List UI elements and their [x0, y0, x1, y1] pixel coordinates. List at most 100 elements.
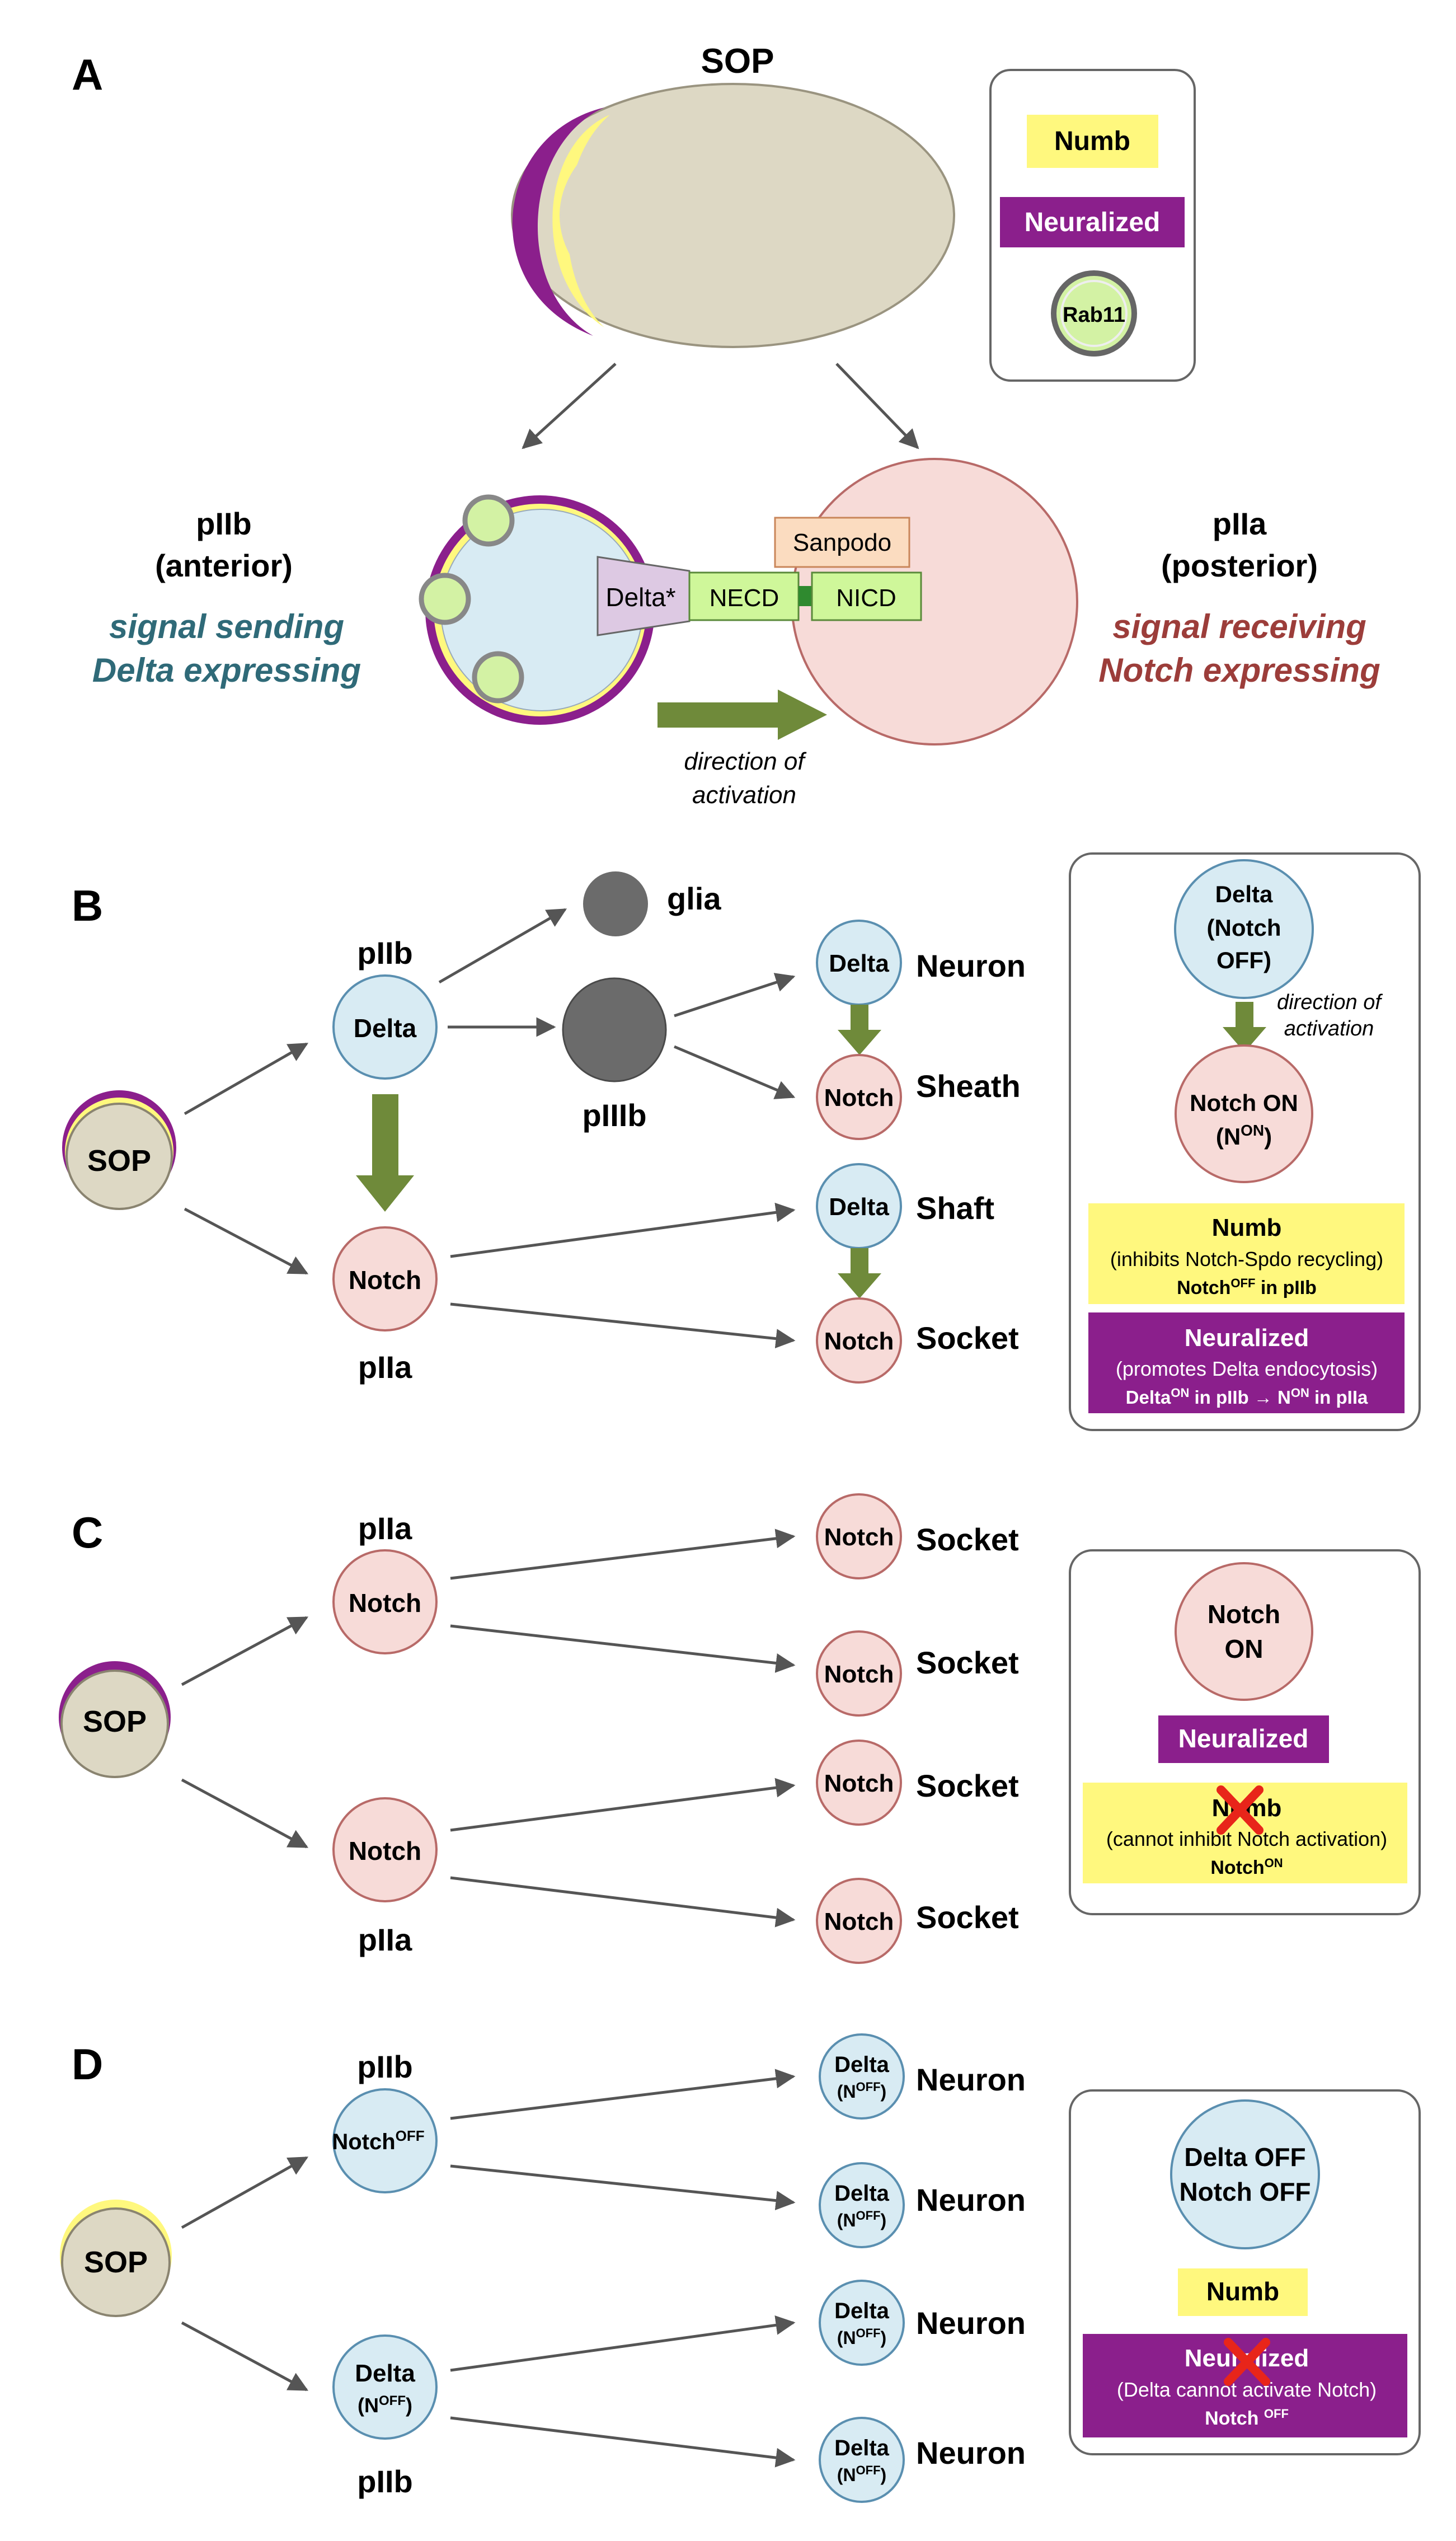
d-neuron-4: Delta (NOFF): [819, 2417, 905, 2503]
legend-b-numb-title: Numb: [1212, 1214, 1282, 1241]
arrow-sop-piib: [522, 363, 617, 449]
panel-b: B SOP pIIb Delta Notch pIIa glia pIIIb: [62, 852, 1421, 1431]
piib-role2: Delta expressing: [92, 651, 361, 689]
arrow-b-sop-piia: [184, 1207, 309, 1275]
legend-b-notch2: (NON): [1216, 1122, 1272, 1150]
c-piia-bottom-label: pIIa: [358, 1922, 412, 1957]
legend-d-line2: Notch OFF: [1179, 2177, 1311, 2206]
sop-cell: [511, 83, 955, 348]
b-neuron-cell: Delta: [816, 920, 902, 1006]
nicd-label: NICD: [836, 584, 896, 612]
arrow-d-1: [450, 2069, 796, 2120]
shaft-label: Shaft: [916, 1190, 994, 1226]
legend-b-neur-title: Neuralized: [1185, 1324, 1309, 1352]
arrow-d-4: [450, 2416, 796, 2468]
legend-c-numb-result: NotchON: [1210, 1856, 1283, 1878]
b-socket-text: Notch: [824, 1328, 894, 1355]
necd-label: NECD: [710, 584, 779, 612]
arrow-b-piia-socket: [450, 1302, 796, 1349]
legend-c: Notch ON Neuralized Numb (cannot inhibit…: [1069, 1549, 1421, 1915]
piib-role1: signal sending: [109, 608, 344, 645]
b-activation-arrow-vertical: [356, 1094, 414, 1212]
d-piib-bottom-cell: Delta (NOFF): [332, 2334, 438, 2440]
legend-d-neur-desc: (Delta cannot activate Notch): [1117, 2378, 1377, 2401]
b-activation-arrow-shaft: [838, 1248, 881, 1298]
sop-b: SOP: [62, 1090, 176, 1210]
legend-a: Numb Neuralized Rab11: [989, 69, 1196, 382]
arrow-b-sop-piib: [184, 1042, 309, 1115]
c-piia-top-text: Notch: [349, 1588, 421, 1618]
arrow-c-1: [450, 1529, 796, 1580]
legend-b-neur-result: DeltaON in pIIb → NON in pIIa: [1126, 1386, 1368, 1408]
d-piib-bottom-delta: Delta: [355, 2360, 415, 2387]
d-neuron-3: Delta (NOFF): [819, 2280, 905, 2366]
piia-position: (posterior): [1161, 548, 1318, 583]
c-socket-4: Notch: [816, 1878, 902, 1964]
sop-d-label: SOP: [84, 2245, 148, 2279]
arrow-b-piiib-neuron: [674, 973, 796, 1018]
direction-of-label: direction of: [684, 748, 807, 775]
socket-label-b: Socket: [916, 1320, 1019, 1356]
d-piib-bottom-n: (NOFF): [358, 2393, 412, 2417]
neuron-label: Neuron: [916, 948, 1026, 983]
legend-b-neur-desc: (promotes Delta endocytosis): [1116, 1357, 1378, 1380]
c-socket-2-text: Notch: [824, 1661, 894, 1688]
panel-a-letter: A: [72, 50, 103, 99]
delta-ligand-label: Delta*: [605, 583, 675, 612]
legend-d-line1: Delta OFF: [1184, 2142, 1305, 2172]
d-neuron-4-n: (NOFF): [837, 2463, 886, 2485]
arrow-d-3: [450, 2315, 796, 2372]
legend-c-notch2: ON: [1225, 1634, 1264, 1663]
panel-d: D SOP pIIb NotchOFF Delta (NOFF) pIIb De…: [60, 2033, 1421, 2503]
piiib-cell: [562, 977, 667, 1082]
legend-b: Delta (Notch OFF) direction of activatio…: [1069, 852, 1421, 1431]
d-piib-bottom-label: pIIb: [357, 2464, 413, 2499]
d-neuron-3-delta: Delta: [834, 2299, 890, 2323]
c-socket-2: Notch: [816, 1630, 902, 1717]
c-socket-1-text: Notch: [824, 1523, 894, 1551]
legend-b-delta2: (Notch: [1207, 915, 1281, 941]
activation-arrow-a: [657, 690, 827, 740]
d-neuron-4-delta: Delta: [834, 2436, 890, 2460]
d-neuron-3-label: Neuron: [916, 2305, 1026, 2341]
b-socket-cell: Notch: [816, 1297, 902, 1384]
c-socket-3: Notch: [816, 1740, 902, 1826]
d-neuron-1-delta: Delta: [834, 2052, 890, 2077]
piia-name: pIIa: [1213, 506, 1267, 541]
d-neuron-1-n: (NOFF): [837, 2080, 886, 2102]
b-piia-label: pIIa: [358, 1349, 412, 1385]
legend-rab11: Rab11: [1063, 303, 1125, 327]
d-neuron-2: Delta (NOFF): [819, 2162, 905, 2248]
c-socket-1: Notch: [816, 1493, 902, 1579]
legend-c-numb-desc: (cannot inhibit Notch activation): [1106, 1827, 1387, 1850]
arrow-c-sop-top: [181, 1616, 309, 1686]
arrow-b-piiib-sheath: [674, 1045, 796, 1099]
piia-role1: signal receiving: [1112, 608, 1366, 645]
d-neuron-3-n: (NOFF): [837, 2326, 886, 2348]
legend-b-delta3: OFF): [1217, 947, 1271, 973]
sanpodo-label: Sanpodo: [793, 529, 891, 556]
arrow-d-sop-bottom: [181, 2321, 309, 2392]
b-neuron-text: Delta: [829, 950, 889, 977]
sop-d: SOP: [60, 2200, 172, 2317]
glia-cell: [583, 871, 648, 936]
sheath-label: Sheath: [916, 1068, 1021, 1104]
legend-c-notch1: Notch: [1208, 1600, 1280, 1629]
panel-a: A SOP Numb Neuralized Rab11: [72, 42, 1380, 809]
legend-b-notch1: Notch ON: [1190, 1090, 1298, 1116]
legend-b-delta1: Delta: [1215, 881, 1273, 907]
panel-b-letter: B: [72, 881, 103, 930]
d-neuron-2-delta: Delta: [834, 2181, 890, 2206]
c-socket-2-label: Socket: [916, 1645, 1019, 1680]
legend-b-numb-result: NotchOFF in pIIb: [1177, 1276, 1317, 1298]
arrow-c-4: [450, 1876, 796, 1928]
arrow-d-2: [450, 2164, 796, 2211]
b-sheath-cell: Notch: [816, 1054, 902, 1140]
b-piib-cell: Delta: [332, 974, 438, 1080]
legend-b-dir1: direction of: [1277, 991, 1383, 1014]
arrow-c-2: [450, 1624, 796, 1673]
b-piib-label: pIIb: [357, 935, 413, 971]
piia-role2: Notch expressing: [1098, 651, 1380, 689]
legend-b-dir2: activation: [1284, 1017, 1374, 1040]
